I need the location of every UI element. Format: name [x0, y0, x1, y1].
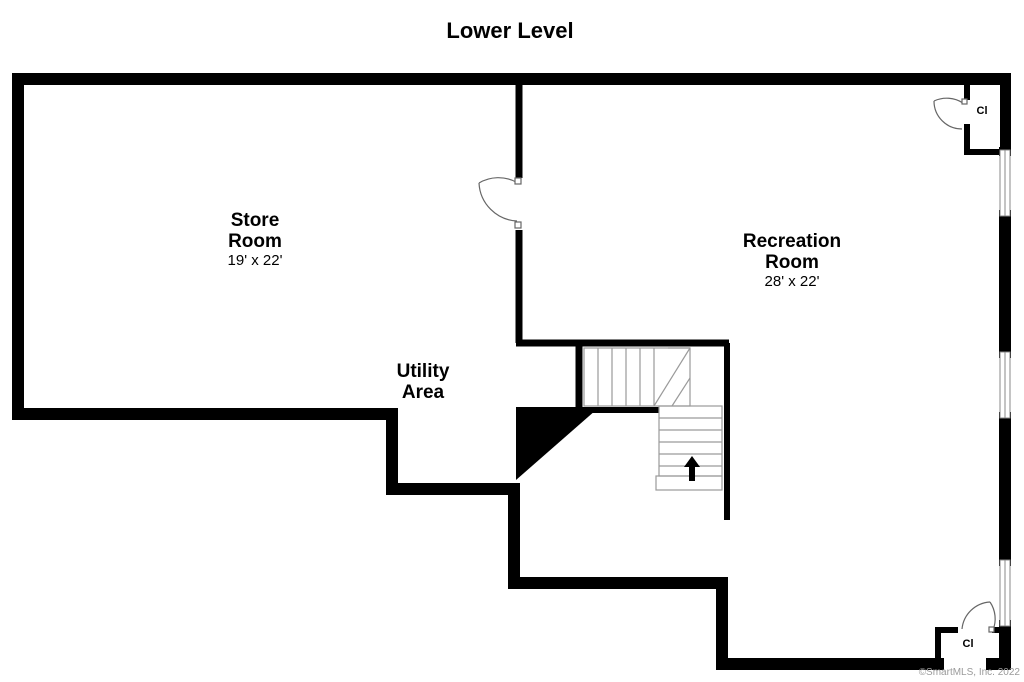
store-room-label: Store Room 19' x 22' [195, 210, 315, 269]
recreation-room-name: Recreation [742, 231, 842, 252]
recreation-room-dimensions: 28' x 22' [764, 273, 820, 290]
copyright-notice: ©SmartMLS, Inc. 2022 [918, 667, 1020, 678]
closet-bottom-label: Cl [962, 638, 974, 650]
closet-top-label: Cl [976, 105, 988, 117]
recreation-room-name-2: Room [765, 252, 819, 273]
store-room-dimensions: 19' x 22' [227, 252, 283, 269]
recreation-room-label: Recreation Room 28' x 22' [712, 231, 872, 290]
utility-area-label: Utility Area [368, 361, 478, 403]
interior-walls [515, 85, 730, 520]
up-arrow-icon [684, 456, 700, 481]
closet-bottom [935, 601, 1005, 664]
closet-top [933, 85, 1005, 155]
utility-area-name: Utility [396, 361, 450, 382]
utility-area-name-2: Area [401, 382, 445, 403]
store-room-wall [12, 73, 1011, 156]
windows [999, 149, 1011, 627]
store-room-name: Store [230, 210, 280, 231]
walls [12, 73, 1011, 670]
stairs [583, 347, 723, 491]
stair-wedge [516, 410, 596, 480]
plan-title: Lower Level [446, 18, 574, 43]
right-wall-bottom [986, 620, 1011, 670]
door-store-recreation [478, 177, 522, 229]
store-room-name-2: Room [228, 231, 282, 252]
left-wall [12, 73, 944, 670]
